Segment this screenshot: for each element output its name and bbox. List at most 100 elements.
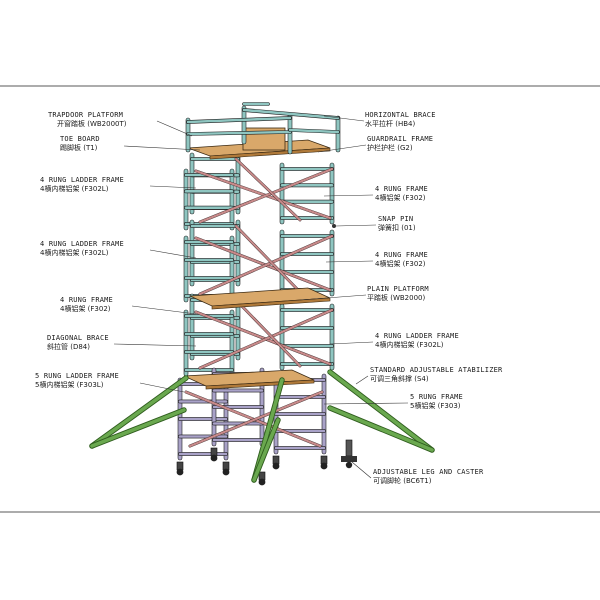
label-trapdoor-platform: TRAPDOOR PLATFORM 开窗踏板 (WB2000T) [48,111,127,128]
label-en: PLAIN PLATFORM [367,285,429,293]
base-brace-b [188,390,324,448]
guardrail-rail-top-back [242,108,340,120]
label-en: 4 RUNG LADDER FRAME [375,332,459,340]
label-4-rung-frame-upper: 4 RUNG FRAME 4横铝架 (F302) [375,185,428,202]
leader-line-13 [329,341,374,345]
label-4-rung-ladder-frame-middle: 4 RUNG LADDER FRAME 4横内梯铝架 (F302L) [40,240,124,257]
label-en: 4 RUNG LADDER FRAME [40,176,124,184]
label-snap-pin: SNAP PIN 弹簧扣 (01) [378,215,416,232]
leader-line-3 [149,249,197,259]
label-en: 4 RUNG FRAME [375,251,428,259]
adjustable-leg-caster-mount [341,456,357,462]
caster-wheel-5 [210,454,218,462]
diagonal-brace-2b [198,234,334,296]
leader-line-9 [323,194,374,197]
leader-line-1 [123,145,201,151]
label-cn: 4横铝架 (F302) [375,193,426,202]
label-cn: 4横铝架 (F302) [60,304,111,313]
label-en: 4 RUNG LADDER FRAME [40,240,124,248]
caster-wheel-0 [176,468,184,476]
label-en: 4 RUNG FRAME [60,296,113,304]
label-5-rung-frame: 5 RUNG FRAME 5横铝架 (F303) [410,393,463,410]
label-en: HORIZONTAL BRACE [365,111,436,119]
label-cn: 可调脚轮 (BC6T1) [373,476,432,485]
label-cn: 4横内梯铝架 (F302L) [40,184,109,193]
label-en: ADJUSTABLE LEG AND CASTER [373,468,484,476]
caster-wheel-2 [272,462,280,470]
diagonal-brace-1b [198,167,334,224]
label-cn: 可调三角斜撑 (S4) [370,374,429,383]
diagonal-brace-2a [194,236,332,292]
guardrail-rail-top-front [186,116,292,124]
label-adjustable-leg-and-caster: ADJUSTABLE LEG AND CASTER 可调脚轮 (BC6T1) [373,468,484,485]
label-en: 5 RUNG LADDER FRAME [35,372,119,380]
label-standard-adjustable-stabilizer: STANDARD ADJUSTABLE ATABILIZER 可调三角斜撑 (S… [370,366,503,383]
caster-wheel-4 [258,478,266,486]
label-en: TRAPDOOR PLATFORM [48,111,123,119]
scaffold-tower [89,102,435,486]
label-cn: 弹簧扣 (01) [378,223,416,232]
label-en: SNAP PIN [378,215,413,223]
leader-line-14 [355,375,369,385]
adjustable-leg [345,439,353,457]
label-toe-board: TOE BOARD 踢脚板 (T1) [60,135,100,152]
leader-line-15 [323,402,409,405]
label-cn: 开窗踏板 (WB2000T) [57,119,127,128]
label-5-rung-ladder-frame: 5 RUNG LADDER FRAME 5横内梯铝架 (F303L) [35,372,119,389]
leader-line-2 [149,185,197,189]
label-en: STANDARD ADJUSTABLE ATABILIZER [370,366,503,374]
caster-wheel-3 [320,462,328,470]
stabilizer-right-upper [328,370,434,452]
label-cn: 踢脚板 (T1) [60,143,98,152]
diagonal-brace-1c [235,158,301,221]
guardrail-rail-side [288,128,340,134]
leader-line-7 [323,115,365,122]
leader-line-6 [139,382,185,393]
label-en: GUARDRAIL FRAME [367,135,433,143]
label-4-rung-ladder-frame-right: 4 RUNG LADDER FRAME 4横内梯铝架 (F302L) [375,332,459,349]
diagonal-brace-2c [235,225,301,293]
guardrail-rail-mid [186,130,292,136]
label-4-rung-frame-middle: 4 RUNG FRAME 4横铝架 (F302) [375,251,428,268]
stabilizer-front-lower [252,418,280,482]
leader-line-10 [335,224,377,227]
stabilizer-right-lower [328,406,434,452]
stabilizer-left-lower [90,408,186,448]
leader-line-8 [317,144,367,153]
label-cn: 水平拉杆 (HB4) [365,119,415,128]
label-cn: 4横内梯铝架 (F302L) [375,340,444,349]
label-cn: 5横内梯铝架 (F303L) [35,380,104,389]
caster-wheel-1 [222,468,230,476]
label-cn: 4横铝架 (F302) [375,259,426,268]
leader-line-4 [131,305,197,315]
diagonal-brace-3b [198,308,334,370]
label-plain-platform: PLAIN PLATFORM 平踏板 (WB2000) [367,285,429,302]
label-cn: 4横内梯铝架 (F302L) [40,248,109,257]
leader-line-16 [351,461,372,479]
plain-platform-edge [211,297,331,310]
label-cn: 平踏板 (WB2000) [367,293,425,302]
label-en: 5 RUNG FRAME [410,393,463,401]
diagonal-brace-1a [194,169,332,220]
leader-line-11 [325,260,374,263]
label-4-rung-frame-left: 4 RUNG FRAME 4横铝架 (F302) [60,296,113,313]
label-cn: 护栏护栏 (G2) [367,143,413,152]
leader-line-12 [299,294,367,301]
label-guardrail-frame: GUARDRAIL FRAME 护栏护栏 (G2) [367,135,433,152]
leader-lines [113,115,409,479]
base-platform-edge [205,379,315,390]
label-horizontal-brace: HORIZONTAL BRACE 水平拉杆 (HB4) [365,111,436,128]
label-4-rung-ladder-frame-upper: 4 RUNG LADDER FRAME 4横内梯铝架 (F302L) [40,176,124,193]
label-en: TOE BOARD [60,135,100,143]
leader-line-0 [156,120,193,137]
label-diagonal-brace: DIAGONAL BRACE 斜拉管 (D84) [47,334,109,351]
snap-pin [332,224,336,228]
diagonal-brace-3a [194,310,332,366]
adjustable-leg-wheel [345,461,353,469]
label-cn: 斜拉管 (D84) [47,342,90,351]
leader-line-5 [113,343,197,347]
label-cn: 5横铝架 (F303) [410,401,461,410]
label-en: DIAGONAL BRACE [47,334,109,342]
label-en: 4 RUNG FRAME [375,185,428,193]
